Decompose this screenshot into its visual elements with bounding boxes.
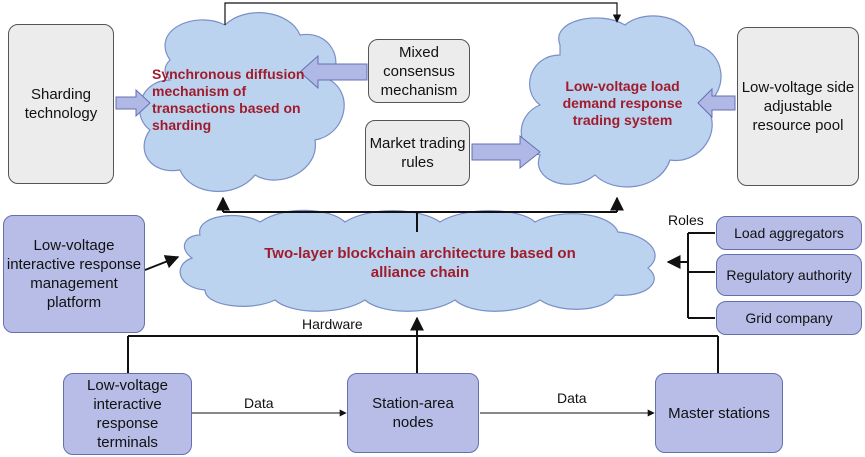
block-arrow-sharding	[115, 88, 151, 118]
response-terminals-box: Low-voltage interactive response termina…	[63, 373, 192, 455]
master-stations-box: Master stations	[655, 373, 783, 453]
role-grid-company: Grid company	[716, 301, 862, 335]
role-regulatory-authority: Regulatory authority	[716, 254, 862, 296]
hardware-connector	[127, 316, 719, 373]
top-connector	[224, 2, 622, 25]
platform-connector	[144, 255, 180, 271]
cloud-trading-system-shape	[520, 15, 722, 188]
roles-connector	[666, 232, 715, 319]
management-platform-box: Low-voltage interactive response managem…	[3, 215, 145, 333]
cloud-trading-system-label: Low-voltage load demand response trading…	[562, 78, 683, 128]
block-arrow-market-rules	[471, 134, 541, 170]
cloud-sync-diffusion-label: Synchronous diffusion mechanism of trans…	[152, 66, 305, 133]
block-arrow-resource-pool	[697, 87, 736, 119]
sharding-technology-box: Sharding technology	[8, 24, 114, 184]
market-trading-rules-box: Market trading rules	[365, 120, 470, 186]
cloud-sync-diffusion-shape	[139, 12, 345, 193]
mixed-consensus-box: Mixed consensus mechanism	[368, 39, 470, 103]
role-load-aggregators: Load aggregators	[716, 216, 862, 250]
hardware-label: Hardware	[302, 316, 363, 332]
station-area-nodes-box: Station-area nodes	[347, 373, 479, 453]
roles-label: Roles	[668, 212, 704, 228]
block-arrow-consensus	[299, 54, 368, 90]
resource-pool-box: Low-voltage side adjustable resource poo…	[737, 27, 859, 186]
data-label-2: Data	[557, 390, 587, 406]
blockchain-up-connector	[216, 196, 624, 232]
cloud-blockchain-label: Two-layer blockchain architecture based …	[264, 245, 576, 281]
data-label-1: Data	[244, 395, 274, 411]
